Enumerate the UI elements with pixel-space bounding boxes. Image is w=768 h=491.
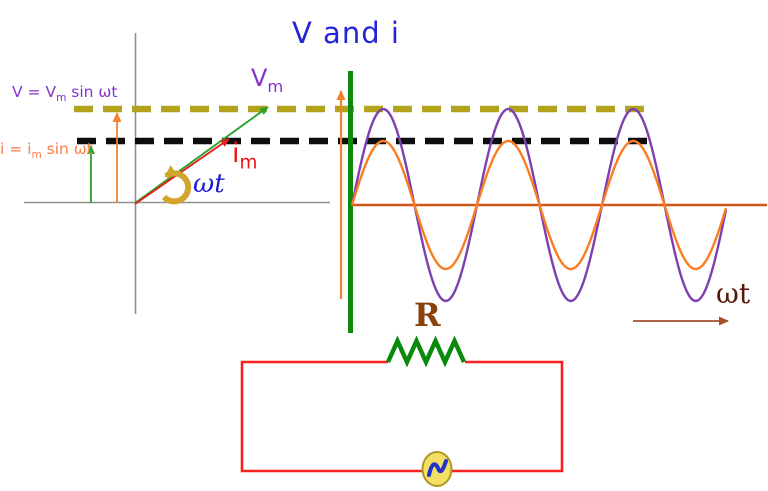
current-wave (350, 139, 728, 271)
vm-vector-label: Vm (251, 64, 284, 96)
circuit-wire (240, 360, 564, 473)
voltage-equation-pre: V = V (12, 83, 57, 101)
resistor-zigzag-icon (385, 335, 467, 368)
vm-main: V (251, 64, 268, 92)
current-equation-sub: m (31, 149, 42, 162)
im-vector-label: im (232, 138, 258, 174)
voltage-equation-sub: m (56, 92, 67, 105)
phase-angle-label: ωt (193, 169, 225, 199)
current-equation-post: sin ωt (41, 140, 93, 158)
voltage-phasor-arrow (134, 106, 269, 204)
voltage-equation: V = Vm sin ωt (12, 84, 117, 104)
resistor-label: R (414, 296, 441, 334)
im-sub: m (239, 152, 258, 174)
diagram-title: V and i (292, 16, 400, 50)
current-phasor-arrow (134, 138, 230, 205)
wave-x-axis-label: ωt (716, 277, 751, 310)
im-main: i (232, 138, 240, 169)
ac-source-sine-icon (427, 459, 448, 477)
voltage-equation-post: sin ωt (66, 83, 118, 101)
rotation-direction-arrow-icon (161, 165, 192, 205)
current-equation: i = im sin ωt (0, 141, 93, 161)
vm-sub: m (267, 76, 284, 96)
current-equation-pre: i = i (0, 140, 32, 158)
circuit (240, 335, 564, 487)
